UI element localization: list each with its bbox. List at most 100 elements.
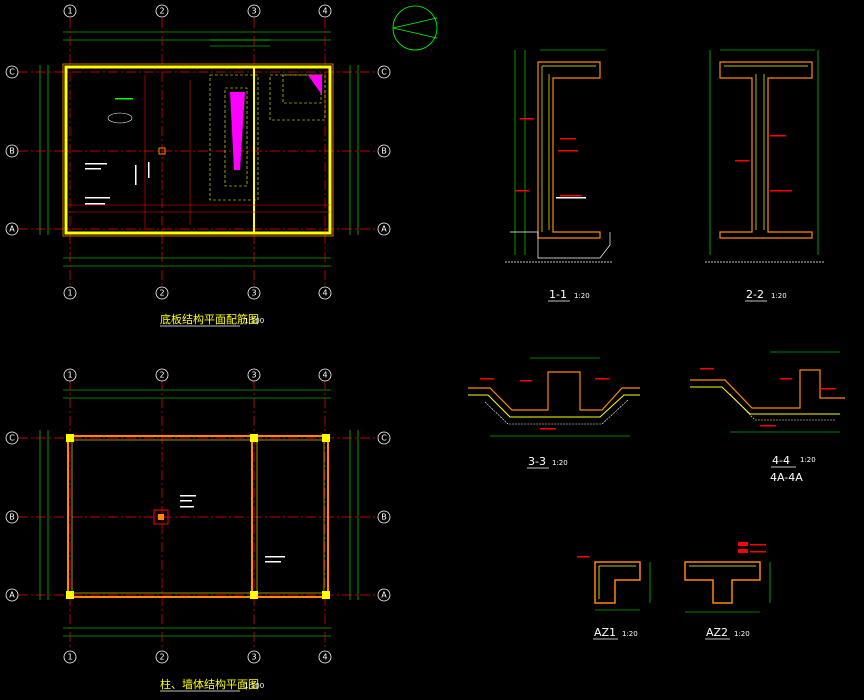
- bottom-plan-wall: [67, 435, 329, 598]
- bottom-plan-annotations: [180, 495, 285, 563]
- top-plan: [18, 18, 378, 285]
- axis-col-3-label: 3: [251, 7, 256, 16]
- detail-az2: AZ2 1:20: [684, 542, 771, 640]
- axis-col-3-bubble: [247, 368, 261, 382]
- section-4a-4a-title: 4A-4A: [770, 471, 803, 484]
- axis-col-4-bubble: [318, 650, 332, 664]
- axis-col-2-bubble: [155, 650, 169, 664]
- axis-row-A-bubble: [377, 222, 391, 236]
- bottom-plan-center-column: [153, 509, 169, 525]
- axis-col-1-label: 1: [67, 653, 72, 662]
- axis-row-A-label: A: [381, 225, 387, 234]
- axis-col-4-bubble: [318, 286, 332, 300]
- axis-row-C-bubble: [377, 65, 391, 79]
- axis-col-3-bubble: [247, 4, 261, 18]
- axis-row-C-bubble: [5, 65, 19, 79]
- section-1-1-scale: 1:20: [574, 292, 590, 300]
- axis-col-2-bubble: [155, 4, 169, 18]
- axis-col-4-label: 4: [322, 7, 327, 16]
- axis-col-1-label: 1: [67, 371, 72, 380]
- axis-row-B-label: B: [381, 513, 387, 522]
- top-plan-hatch-1: [230, 92, 245, 170]
- top-plan-dimensions: [39, 31, 359, 267]
- axis-col-4-bubble: [318, 4, 332, 18]
- axis-row-A-label: A: [381, 591, 387, 600]
- axis-col-2-label: 2: [159, 289, 164, 298]
- axis-row-C-label: C: [381, 68, 387, 77]
- axis-col-2-label: 2: [159, 653, 164, 662]
- top-plan-title-block: 底板结构平面配筋图 1:100: [160, 312, 264, 327]
- axis-row-C-bubble: [377, 431, 391, 445]
- top-plan-scale: 1:100: [244, 317, 264, 325]
- detail-az1-title: AZ1: [594, 626, 616, 639]
- top-plan-hatch-2: [308, 75, 322, 95]
- top-plan-rebar: [68, 75, 330, 228]
- axis-row-A-label: A: [9, 591, 15, 600]
- top-plan-column: [158, 147, 166, 155]
- top-plan-title: 底板结构平面配筋图: [160, 312, 259, 326]
- axis-col-3-label: 3: [251, 653, 256, 662]
- section-1-1-title: 1-1: [549, 288, 567, 301]
- bottom-plan-columns: [66, 434, 330, 599]
- axis-row-B-label: B: [9, 513, 15, 522]
- axis-col-3-bubble: [247, 286, 261, 300]
- axis-row-C-label: C: [9, 434, 15, 443]
- axis-row-C-bubble: [5, 431, 19, 445]
- section-3-3-title: 3-3: [528, 455, 546, 468]
- top-plan-grid: [18, 18, 378, 285]
- detail-az2-scale: 1:20: [734, 630, 750, 638]
- axis-col-4-label: 4: [322, 289, 327, 298]
- section-4-4: 4-4 1:20 4A-4A: [690, 351, 845, 484]
- axis-row-B-bubble: [5, 144, 19, 158]
- axis-col-3-label: 3: [251, 289, 256, 298]
- section-2-2-title: 2-2: [746, 288, 764, 301]
- axis-row-A-bubble: [5, 588, 19, 602]
- section-2-2-scale: 1:20: [771, 292, 787, 300]
- axis-col-3-label: 3: [251, 371, 256, 380]
- detail-az1: AZ1 1:20: [577, 556, 651, 640]
- axis-col-2-label: 2: [159, 7, 164, 16]
- bottom-plan-title: 柱、墙体结构平面图: [160, 677, 259, 691]
- bottom-plan-grid: [18, 380, 378, 650]
- top-plan-wall-outline: [62, 63, 334, 237]
- section-3-3: 3-3 1:20: [468, 357, 640, 469]
- north-arrow: [392, 5, 438, 51]
- axis-row-B-bubble: [377, 144, 391, 158]
- axis-col-1-label: 1: [67, 7, 72, 16]
- axis-col-1-label: 1: [67, 289, 72, 298]
- section-2-2: 2-2 1:20: [705, 49, 825, 302]
- axis-col-1-bubble: [63, 4, 77, 18]
- top-plan-elevation-mark: [107, 112, 133, 124]
- top-plan-annotations: [85, 98, 150, 205]
- axis-row-B-bubble: [377, 510, 391, 524]
- bottom-plan-scale: 1:100: [244, 682, 264, 690]
- axis-row-A-bubble: [5, 222, 19, 236]
- axis-col-1-bubble: [63, 368, 77, 382]
- axis-col-2-bubble: [155, 286, 169, 300]
- axis-col-1-bubble: [63, 650, 77, 664]
- axis-col-4-label: 4: [322, 371, 327, 380]
- axis-row-A-label: A: [9, 225, 15, 234]
- axis-col-3-bubble: [247, 650, 261, 664]
- bottom-plan-wall-inner: [71, 439, 325, 594]
- axis-row-A-bubble: [377, 588, 391, 602]
- detail-az2-title: AZ2: [706, 626, 728, 639]
- top-plan-wall: [64, 65, 332, 235]
- axis-col-4-label: 4: [322, 653, 327, 662]
- section-3-3-scale: 1:20: [552, 459, 568, 467]
- axis-col-2-label: 2: [159, 371, 164, 380]
- axis-col-2-bubble: [155, 368, 169, 382]
- section-1-1: 1-1 1:20: [505, 49, 612, 302]
- detail-az1-scale: 1:20: [622, 630, 638, 638]
- section-4-4-scale: 1:20: [800, 456, 816, 464]
- bottom-plan-dimensions: [39, 389, 359, 637]
- axis-row-C-label: C: [381, 434, 387, 443]
- axis-col-4-bubble: [318, 368, 332, 382]
- bottom-plan-title-block: 柱、墙体结构平面图 1:100: [160, 677, 264, 692]
- axis-col-1-bubble: [63, 286, 77, 300]
- axis-row-C-label: C: [9, 68, 15, 77]
- axis-row-B-bubble: [5, 510, 19, 524]
